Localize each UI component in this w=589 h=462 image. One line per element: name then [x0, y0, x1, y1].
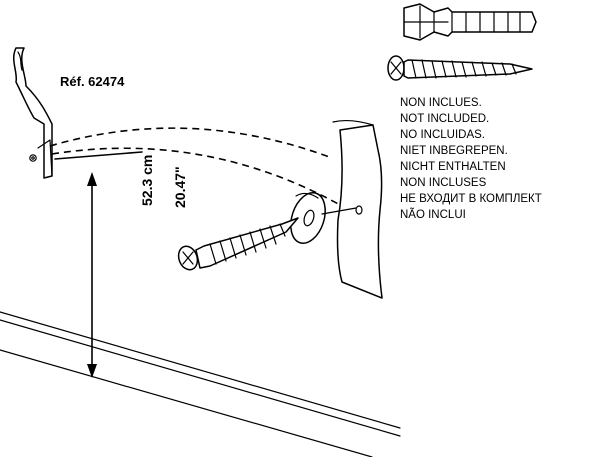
- not-included-notes: NON INCLUES. NOT INCLUDED. NO INCLUIDAS.…: [400, 97, 542, 221]
- height-dimension-arrow: [87, 172, 97, 378]
- screw-icon: [387, 55, 533, 81]
- dimension-metric: 52.3 cm: [139, 155, 155, 206]
- note-nl: NIET INBEGREPEN.: [400, 145, 508, 157]
- screw-icon: [177, 217, 299, 271]
- note-fr: NON INCLUES.: [400, 97, 482, 109]
- bottom-rail: [0, 311, 401, 458]
- wall-panel: [332, 119, 383, 299]
- note-ru: НЕ ВХОДИТ В КОМПЛЕКТ: [400, 193, 542, 205]
- dimension-imperial: 20.47": [172, 166, 188, 208]
- note-pt: NÃO INCLUI: [400, 208, 466, 221]
- swing-arc-upper: [49, 127, 333, 159]
- reference-number: Réf. 62474: [60, 74, 125, 89]
- alignment-line: [321, 207, 357, 215]
- swing-arc-lower: [51, 147, 343, 207]
- note-it: NON INCLUSES: [400, 177, 487, 189]
- note-es: NO INCLUIDAS.: [400, 129, 485, 141]
- wall-plug-icon: [403, 3, 537, 41]
- hook-bracket-icon: [13, 47, 53, 179]
- washer-icon: [290, 192, 326, 244]
- dimension-reference-line: [54, 151, 143, 160]
- note-en: NOT INCLUDED.: [400, 113, 489, 125]
- note-de: NICHT ENTHALTEN: [400, 161, 506, 173]
